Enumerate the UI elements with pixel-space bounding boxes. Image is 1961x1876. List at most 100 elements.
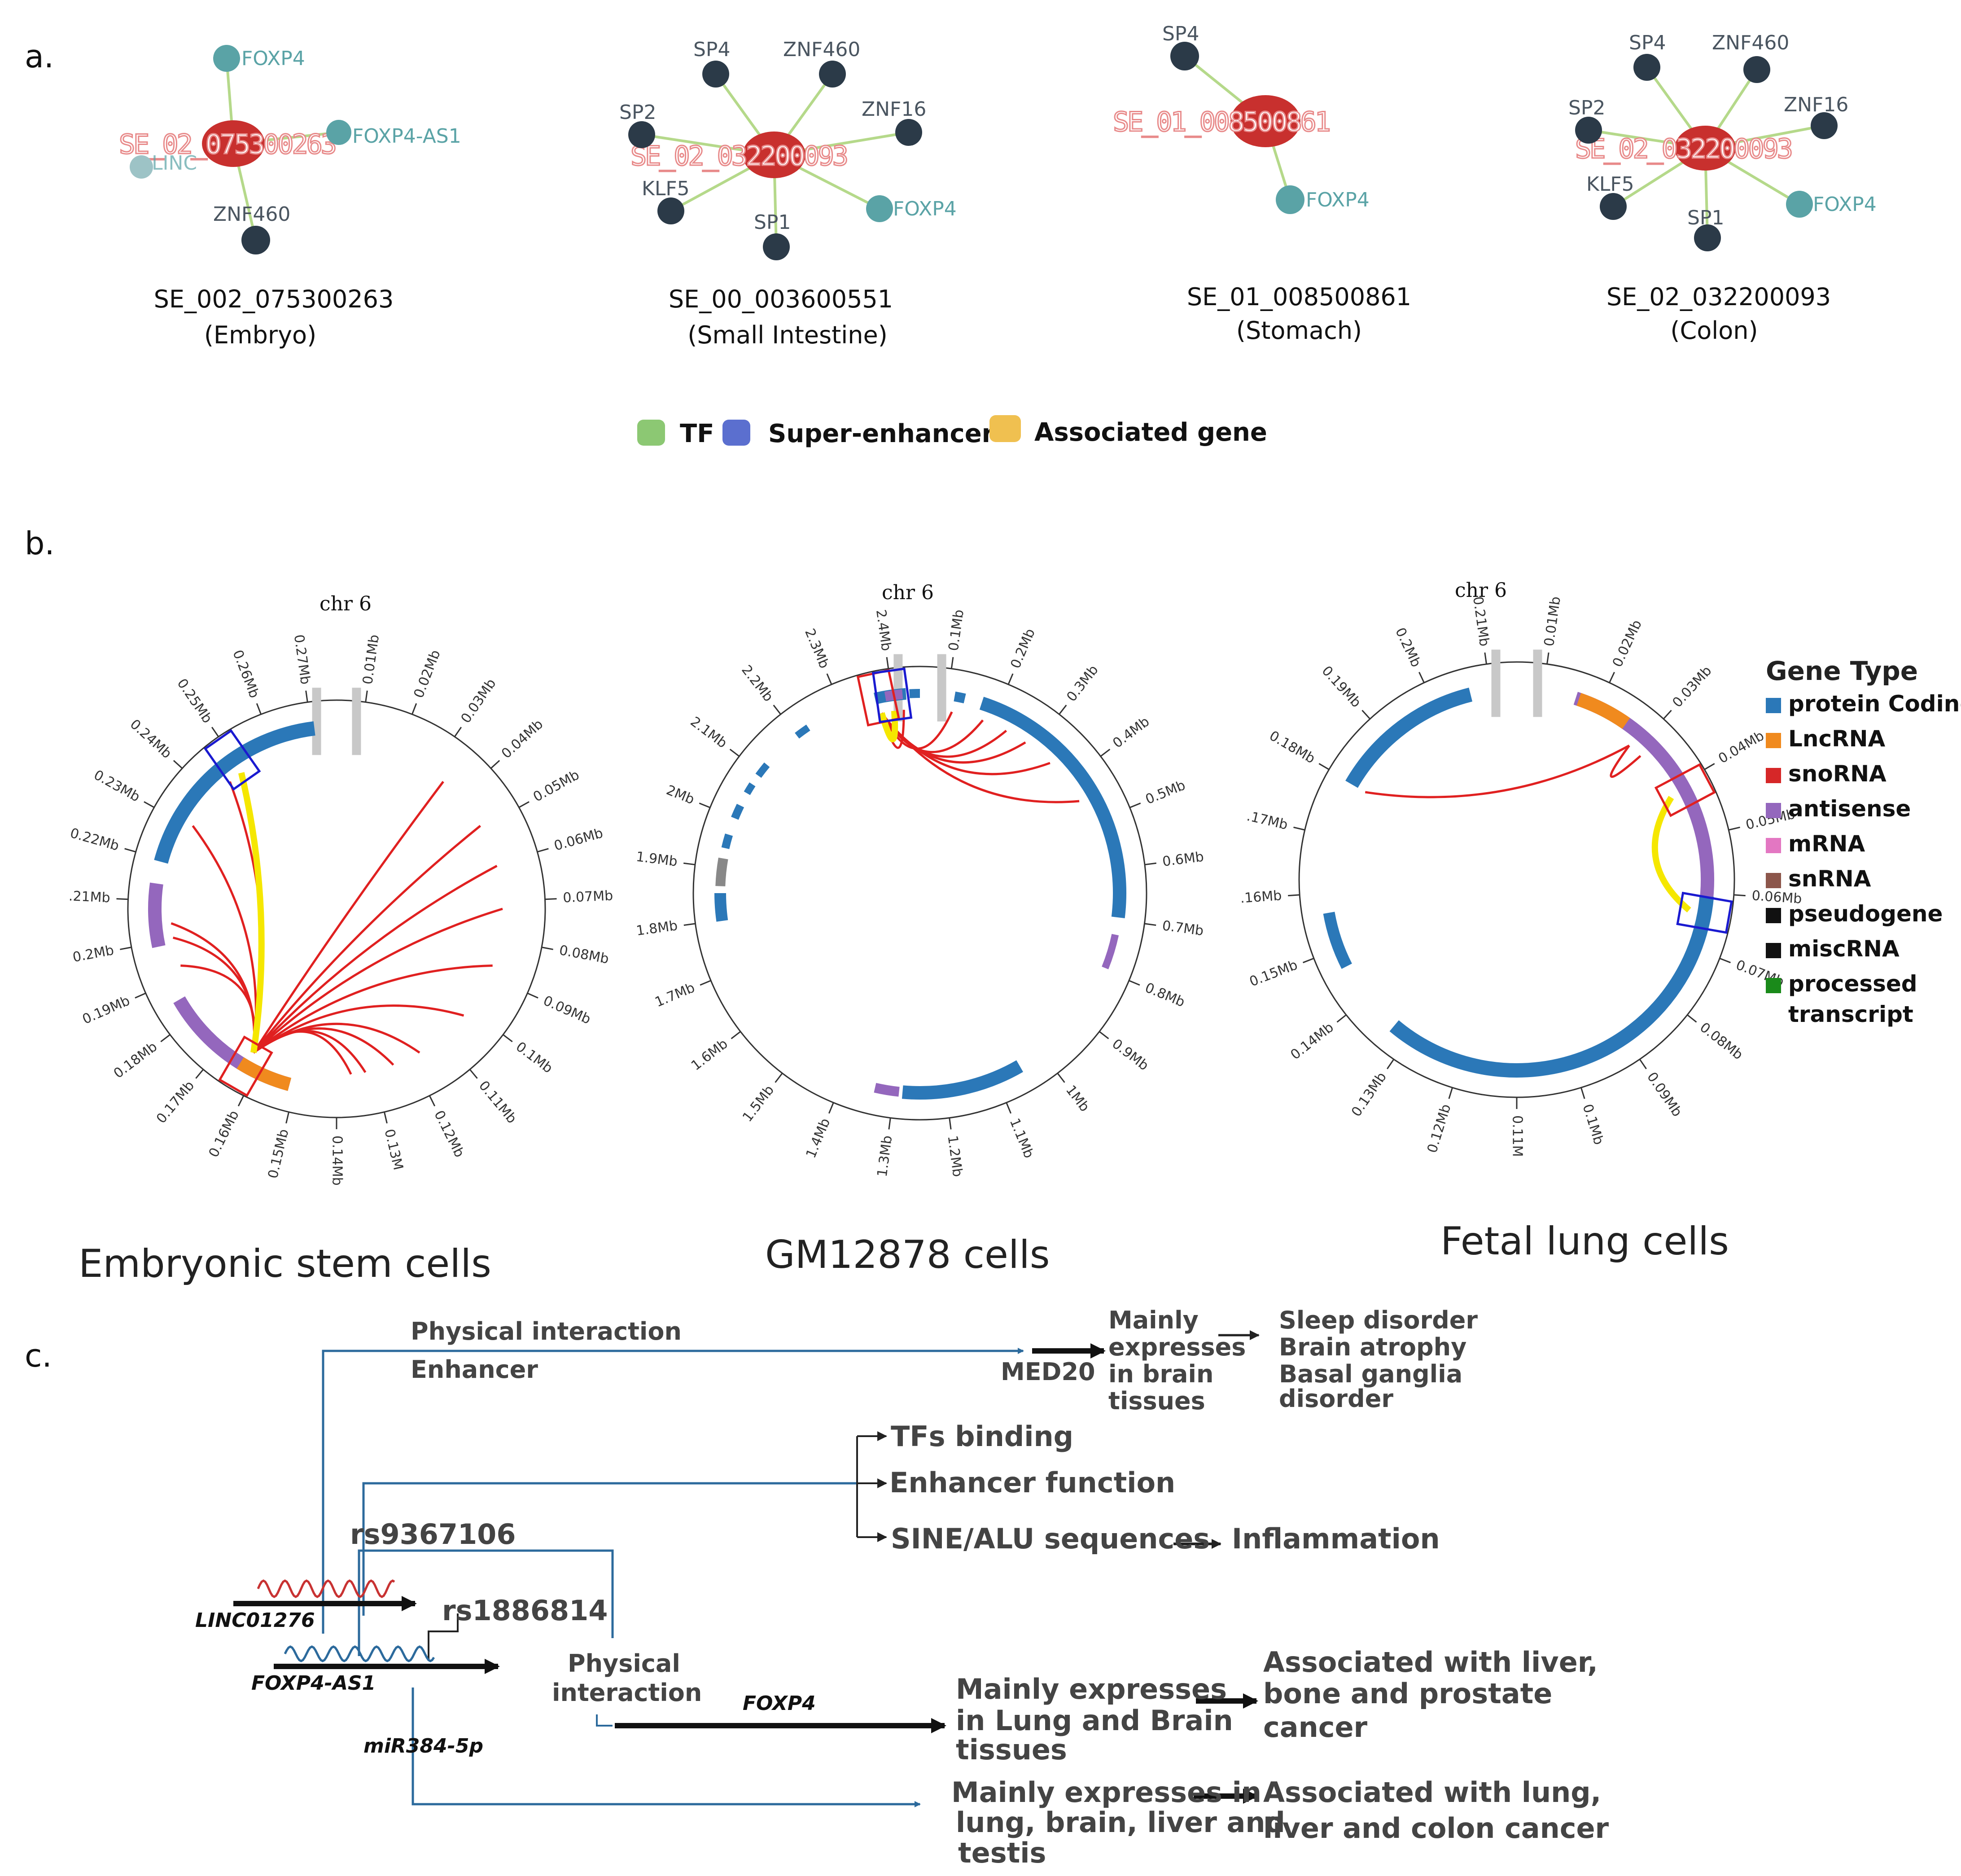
circos-ring (1298, 661, 1735, 1098)
tick-label: 0.12Mb (431, 1108, 467, 1160)
chr-gap-mark (312, 688, 321, 755)
tick-label: 0.14Mb (329, 1135, 345, 1186)
gene-track (979, 697, 1126, 919)
interaction-link (880, 712, 1080, 803)
node-label: ZNF16 (862, 98, 926, 121)
tick-label: 0.05Mb (530, 767, 582, 805)
interaction-link (252, 781, 444, 1053)
tick-label: 0.21Mb (1470, 596, 1492, 648)
label-interaction: interaction (552, 1679, 702, 1707)
label-enhancer: Enhancer (411, 1355, 538, 1384)
tick-mark (1099, 1031, 1109, 1039)
tick-mark (1144, 923, 1156, 926)
node-label: SP2 (619, 101, 656, 124)
gene-type-label: LncRNA (1788, 726, 1885, 752)
interaction-link (1610, 745, 1641, 778)
tick-label: 0.15Mb (1248, 957, 1300, 990)
text-line: tissues (956, 1733, 1067, 1766)
chr-gap-mark (1491, 649, 1501, 717)
caption-id: SE_002_075300263 (154, 285, 394, 313)
tick-mark (888, 1118, 891, 1130)
interaction-link (253, 865, 498, 1054)
text-line: Basal ganglia (1279, 1360, 1462, 1388)
node-label: ZNF16 (1784, 93, 1848, 116)
tick-label: 0.25Mb (174, 676, 215, 726)
tick-mark (1057, 1073, 1065, 1083)
tick-label: 0.1Mb (1579, 1102, 1606, 1147)
gene-track (715, 857, 728, 886)
gene-node (241, 226, 270, 254)
gene-node (819, 61, 846, 88)
gene-type-label: miscRNA (1788, 936, 1900, 962)
tick-mark (237, 1095, 245, 1107)
tick-label: 0.03Mb (458, 676, 499, 726)
gene-label-mir384: miR384-5p (363, 1735, 483, 1758)
se-node (202, 120, 265, 167)
gene-type-label: transcript (1788, 1001, 1913, 1027)
node-label: ZNF460 (783, 38, 860, 61)
enhancer-link (879, 710, 898, 743)
gene-track (714, 893, 728, 922)
tick-label: 2.2Mb (738, 662, 776, 705)
circos-ring (127, 699, 546, 1118)
node-label: KLF5 (642, 177, 690, 200)
node-label: ZNF460 (1712, 31, 1789, 54)
tick-label: 0.7Mb (1161, 918, 1205, 939)
tf-label-foxp4: FOXP4 (1813, 193, 1877, 216)
gene-track (1102, 934, 1119, 969)
text-line: cancer (1263, 1711, 1368, 1744)
legend-panel-a: TF Super-enhancer Associated gene (637, 415, 1267, 448)
gene-label-foxp4-as1: FOXP4-AS1 (251, 1672, 376, 1695)
chr-label: chr 6 (1455, 579, 1507, 602)
tick-mark (949, 1118, 952, 1130)
text-line: in brain (1108, 1360, 1213, 1388)
tick-mark (1728, 826, 1740, 831)
gene-type-swatch (1766, 698, 1781, 713)
tick-label: 0.2Mb (71, 942, 115, 965)
tick-label: 0.4Mb (1110, 714, 1152, 751)
tick-label: 0.06Mb (1751, 888, 1803, 907)
chr-label: chr 6 (320, 592, 372, 615)
network-small-intestine: SE_02_032200093 SP4 ZNF460 SP2 ZNF16 KLF… (619, 38, 957, 260)
tick-mark (454, 727, 462, 737)
tick-label: 1.6Mb (688, 1036, 731, 1074)
tick-mark (305, 690, 308, 702)
text-line: expresses (1108, 1333, 1246, 1361)
tick-label: 0.01Mb (1541, 596, 1564, 648)
tf-node (213, 45, 240, 72)
tick-label: 2.4Mb (873, 609, 894, 652)
tick-mark (285, 1112, 290, 1124)
node-label-znf460: ZNF460 (213, 203, 290, 226)
tick-label: 0.08Mb (1697, 1020, 1746, 1063)
label-enhancer-function: Enhancer function (889, 1466, 1175, 1499)
rna-wave-linc01276 (257, 1579, 395, 1598)
gene-track (1323, 912, 1352, 969)
chr-gap-mark (937, 654, 946, 722)
tick-label: 0.01Mb (360, 634, 382, 686)
gene-type-label: processed (1788, 971, 1917, 997)
legend-label-tf: TF (680, 419, 714, 448)
tick-mark (1663, 710, 1672, 719)
tf-label-foxp4: FOXP4 (241, 47, 305, 70)
panel-label-c: c. (25, 1337, 52, 1374)
tick-mark (950, 657, 954, 669)
tick-label: 0.06Mb (552, 825, 605, 854)
tick-mark (1580, 1087, 1585, 1099)
tf-label-linc: LINC (152, 152, 197, 175)
tick-label: 1.7Mb (653, 980, 697, 1010)
tick-label: 1.4Mb (803, 1116, 834, 1161)
gene-node (1743, 56, 1770, 83)
tick-mark (135, 992, 146, 999)
highlight-box (218, 1035, 273, 1097)
brain-expression-text: Mainly expresses in brain tissues (1108, 1306, 1246, 1415)
interaction-link (253, 964, 493, 1054)
tick-mark (773, 705, 781, 715)
gene-track (755, 762, 770, 778)
highlight-box (1676, 891, 1733, 934)
tick-label: 0.27Mb (291, 634, 313, 686)
node-label: SP4 (693, 38, 730, 61)
text-line: bone and prostate (1263, 1677, 1552, 1710)
tf-label-foxp4: FOXP4 (893, 197, 957, 220)
tick-label: 0.11M (1510, 1115, 1525, 1157)
